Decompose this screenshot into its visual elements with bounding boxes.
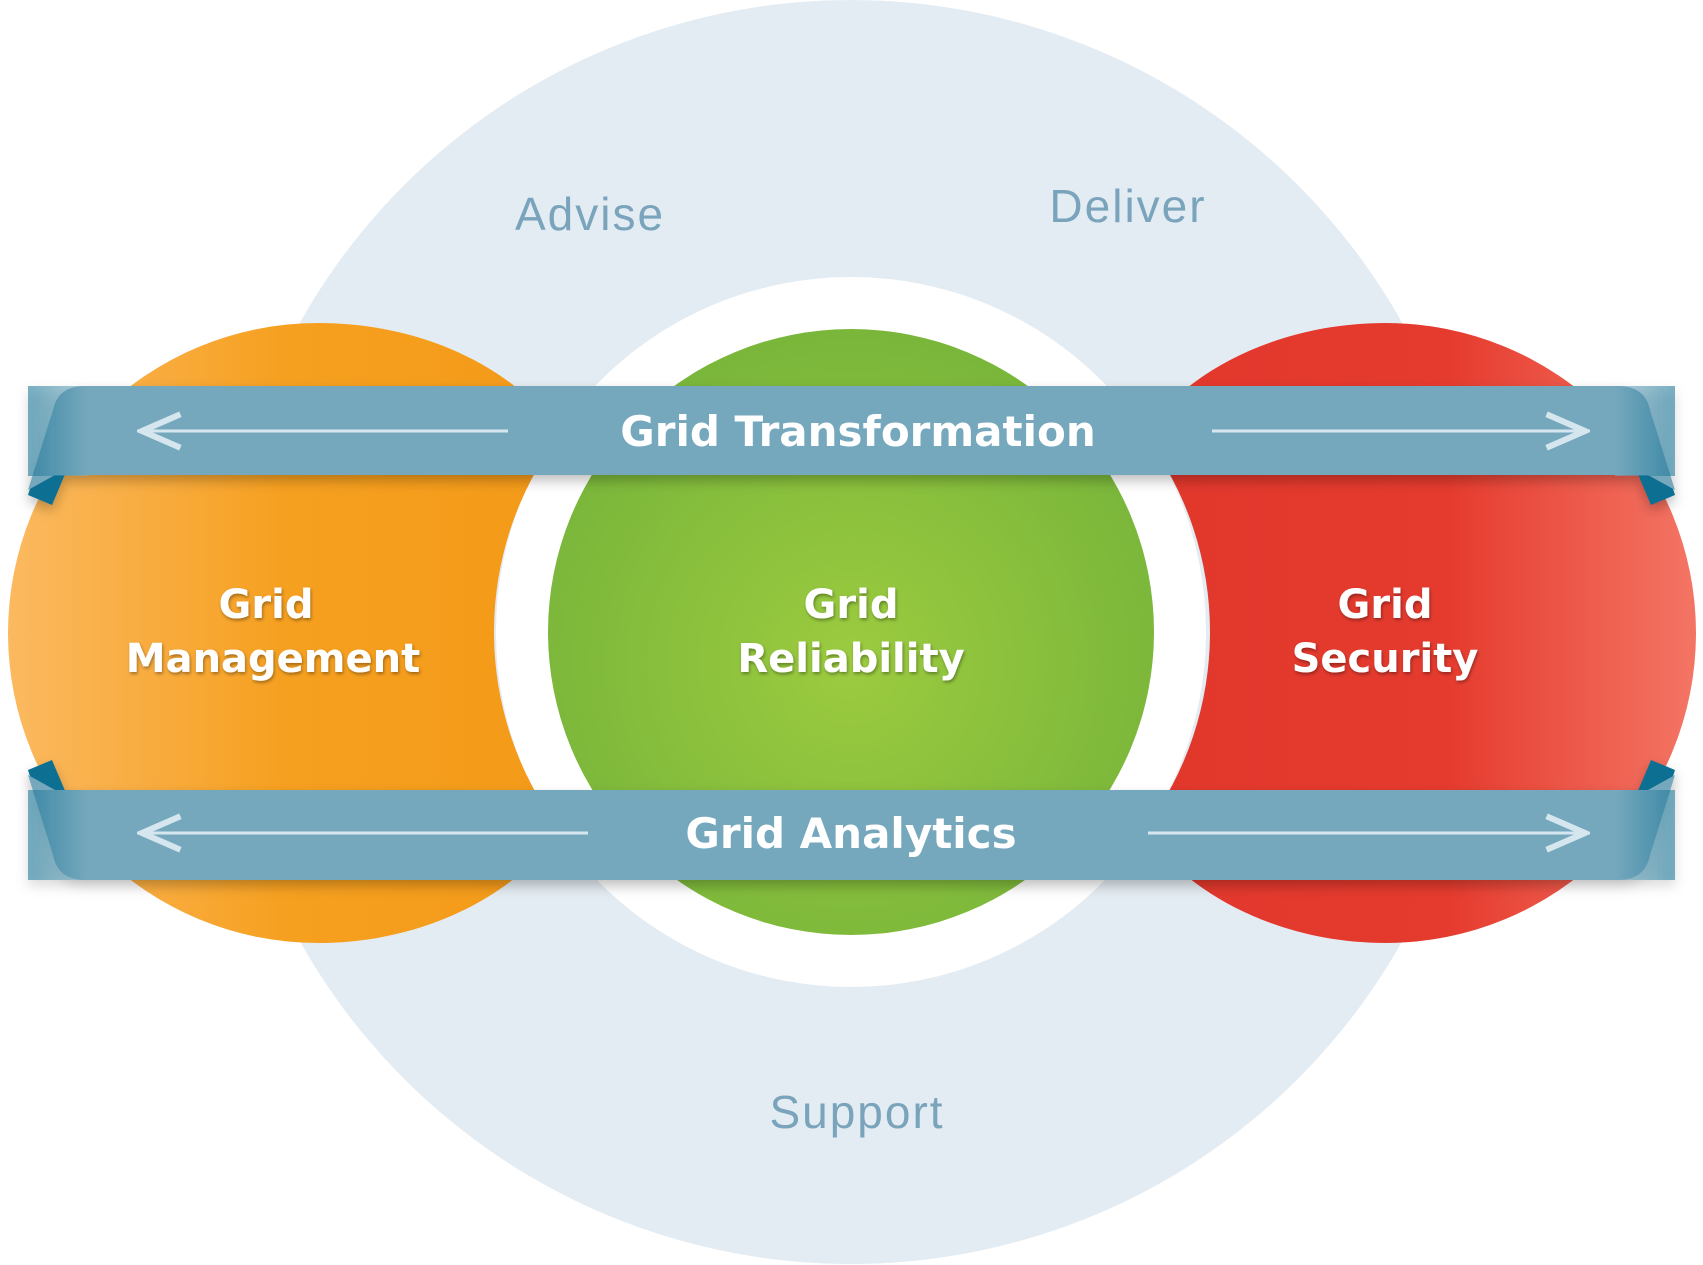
center-circle	[548, 329, 1154, 935]
top-band-label: Grid Transformation	[620, 407, 1095, 456]
center-circle-label-line2: Reliability	[737, 636, 964, 682]
left-circle	[8, 323, 560, 943]
left-circle-group	[8, 323, 560, 943]
right-circle-label-line2: Security	[1292, 636, 1479, 682]
bottom-band-right-shade	[1615, 790, 1675, 880]
right-circle-group	[1144, 323, 1696, 943]
bottom-band-label: Grid Analytics	[685, 809, 1016, 858]
top-band-right-shade	[1615, 386, 1675, 476]
bottom-band	[28, 760, 1675, 880]
center-circle-label-line1: Grid	[804, 582, 899, 628]
bottom-band-left-shade	[28, 790, 88, 880]
left-circle-label-line2: Management	[126, 636, 420, 682]
right-circle-label-line1: Grid	[1338, 582, 1433, 628]
top-band	[28, 386, 1675, 505]
advise-label: Advise	[515, 188, 665, 240]
top-band-left-shade	[28, 386, 88, 476]
support-label: Support	[769, 1086, 944, 1138]
deliver-label: Deliver	[1049, 180, 1206, 232]
right-circle	[1144, 323, 1696, 943]
bottom-band-body	[28, 775, 1675, 880]
top-band-body	[28, 386, 1675, 490]
left-circle-label-line1: Grid	[219, 582, 314, 628]
